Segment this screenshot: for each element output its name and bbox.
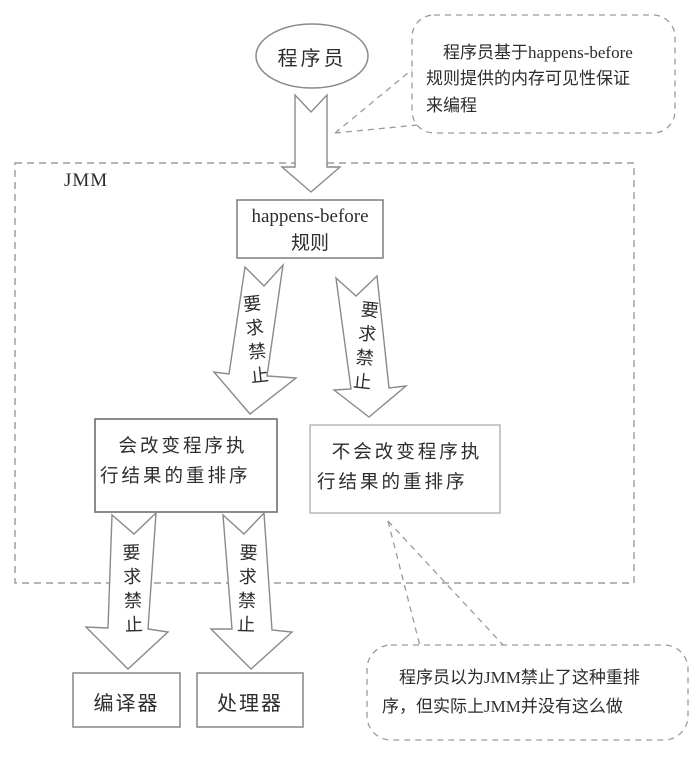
compiler-box	[72, 672, 181, 728]
bottom-callout-pointer-line-1	[387, 520, 421, 647]
top-callout-text: 程序员基于happens-before 规则提供的内存可见性保证 来编程	[426, 43, 633, 115]
programmer-ellipse	[255, 23, 369, 89]
processor-box	[196, 672, 304, 728]
arrow-label-require-forbid-3: 要求禁止	[120, 542, 144, 640]
compiler-label: 编译器	[93, 693, 160, 715]
willchange-label: 会改变程序执 行结果的重排序	[100, 437, 251, 487]
jmm-boundary-label: JMM	[64, 170, 109, 191]
bottom-callout-text: 程序员以为JMM禁止了这种重排 序，但实际上JMM并没有这么做	[382, 668, 640, 716]
processor-label: 处理器	[217, 693, 283, 715]
flow-arrow-programmer-to-hb	[280, 93, 342, 193]
wontchange-label: 不会改变程序执 行结果的重排序	[317, 443, 483, 493]
happens-before-box	[236, 199, 384, 259]
top-callout-bubble	[411, 14, 676, 134]
bottom-callout-bubble	[366, 644, 689, 741]
flow-arrow-willchange-to-processor	[209, 511, 294, 670]
jmm-boundary-box	[14, 162, 635, 584]
arrow-label-require-forbid-4: 要求禁止	[234, 542, 258, 640]
flow-arrow-hb-to-wontchange	[332, 274, 409, 418]
flow-arrow-hb-to-willchange	[212, 262, 298, 415]
happens-before-label: happens-before 规则	[251, 206, 369, 254]
programmer-label: 程序员	[277, 48, 347, 70]
wontchange-box	[309, 424, 501, 514]
flow-arrow-willchange-to-compiler	[84, 511, 170, 670]
willchange-box	[94, 418, 278, 513]
